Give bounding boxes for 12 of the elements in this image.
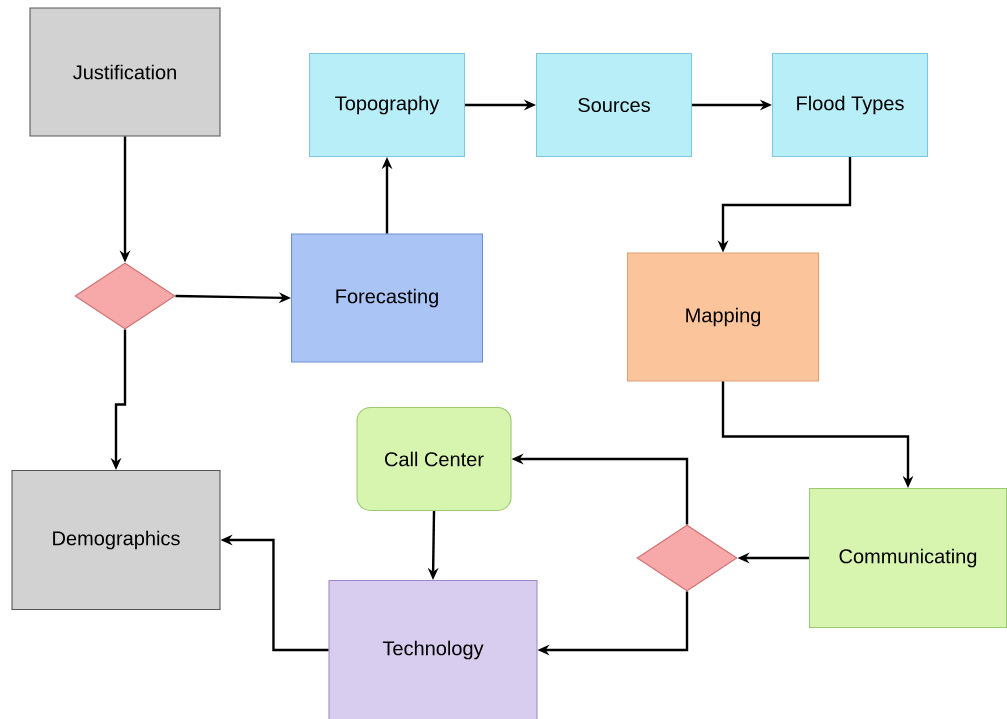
process-box: Demographics — [11, 469, 221, 611]
process-box: Mapping — [626, 252, 820, 382]
process-box: Flood Types — [771, 52, 929, 158]
process-box: Justification — [29, 7, 221, 137]
process-box: Technology — [328, 579, 538, 719]
decision-diamond — [74, 262, 176, 330]
process-box: Communicating — [808, 487, 1007, 629]
process-box: Forecasting — [290, 233, 484, 363]
decision-diamond — [636, 524, 738, 592]
rounded-box: Call Center — [356, 406, 512, 512]
process-box: Topography — [308, 52, 466, 158]
process-box: Sources — [535, 52, 693, 158]
